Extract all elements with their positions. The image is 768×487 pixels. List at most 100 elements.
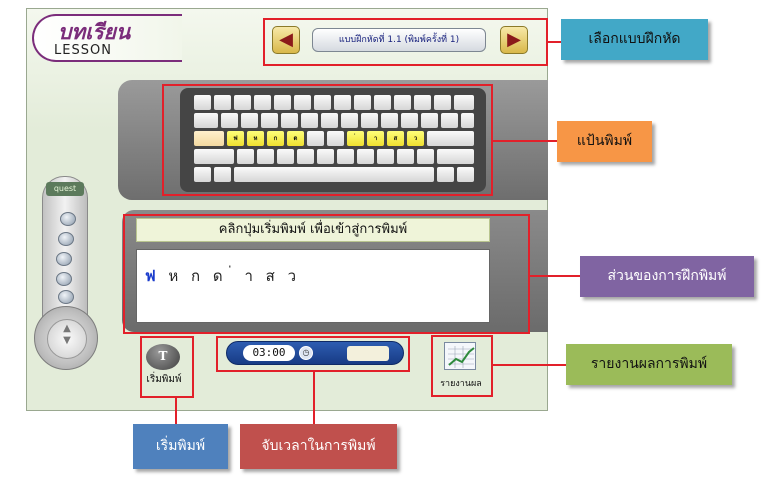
shift-left-key (194, 149, 234, 164)
next-exercise-button[interactable]: ▶ (500, 26, 528, 54)
chart-report-icon (444, 342, 476, 370)
timer-status-field (347, 346, 389, 361)
typing-timer: 03:00 ◷ (226, 341, 404, 365)
instruction-bar: คลิกปุ่มเริ่มพิมพ์ เพื่อเข้าสู่การพิมพ์ (136, 218, 490, 242)
practice-text: ฟ ห ก ด ่ า ส ว (145, 264, 300, 288)
keyboard-key (194, 95, 211, 110)
keyboard-key (327, 131, 344, 146)
connector-start (175, 398, 177, 424)
keyboard-key (214, 95, 231, 110)
keyboard-key (434, 95, 451, 110)
exercise-selector: ◀ แบบฝึกหัดที่ 1.1 (พิมพ์ครั้งที่ 1) ▶ (272, 26, 532, 56)
highlight-selector (263, 18, 548, 66)
start-typing-button[interactable]: T เริ่มพิมพ์ (138, 340, 190, 388)
keyboard-key (234, 95, 251, 110)
keyboard-key (297, 149, 314, 164)
prev-exercise-button[interactable]: ◀ (272, 26, 300, 54)
typing-t-icon: T (146, 344, 180, 370)
keyboard-key (461, 113, 474, 128)
keyboard-key (277, 149, 294, 164)
callout-report: รายงานผลการพิมพ์ (566, 344, 732, 385)
callout-start: เริ่มพิมพ์ (133, 424, 228, 469)
keyboard-key (354, 95, 371, 110)
connector-report (493, 364, 566, 366)
keyboard-key (257, 149, 274, 164)
callout-timer: จับเวลาในการพิมพ์ (240, 424, 397, 469)
connector-keyboard (493, 140, 557, 142)
keyboard-key (294, 95, 311, 110)
remote-button-2[interactable] (58, 232, 74, 246)
keyboard-key (397, 149, 414, 164)
keyboard-key (357, 149, 374, 164)
keyboard-key (437, 167, 454, 182)
side-remote: quest ▲▼ (34, 176, 98, 376)
enter-key (427, 131, 474, 146)
keyboard-key (417, 149, 434, 164)
keyboard-key (414, 95, 431, 110)
chevron-left-icon: ◀ (279, 29, 293, 50)
lesson-title-thai: บทเรียน (58, 19, 131, 44)
keyboard-key (281, 113, 298, 128)
current-character: ฟ (145, 267, 160, 285)
home-key-1: ฟ (227, 131, 244, 146)
keyboard-key (441, 113, 458, 128)
remote-button-5[interactable] (58, 290, 74, 304)
remote-button-4[interactable] (56, 272, 72, 286)
spacebar-key (234, 167, 434, 182)
keyboard-key (314, 95, 331, 110)
keyboard-key (274, 95, 291, 110)
highlight-keyboard (162, 84, 493, 196)
callout-keyboard: แป้นพิมพ์ (557, 121, 652, 162)
backspace-key (454, 95, 474, 110)
keyboard-key (254, 95, 271, 110)
keyboard-key (221, 113, 238, 128)
virtual-keyboard: ฟ ห ก ด ่ า ส ว (180, 88, 486, 192)
keyboard-key (214, 167, 231, 182)
caps-key (194, 131, 224, 146)
home-key-6: า (367, 131, 384, 146)
chevron-right-icon: ▶ (507, 29, 521, 50)
home-key-2: ห (247, 131, 264, 146)
tab-key (194, 113, 218, 128)
timer-readout: 03:00 (243, 345, 295, 361)
report-label: รายงานผล (440, 379, 482, 389)
home-key-8: ว (407, 131, 424, 146)
remaining-text: ห ก ด ่ า ส ว (159, 267, 300, 285)
callout-select-exercise: เลือกแบบฝึกหัด (561, 19, 708, 60)
remote-label: quest (46, 182, 84, 196)
keyboard-key (241, 113, 258, 128)
remote-dial[interactable]: ▲▼ (34, 306, 98, 370)
report-button[interactable]: รายงานผล (432, 340, 490, 392)
keyboard-key (401, 113, 418, 128)
connector-practice (530, 275, 580, 277)
keyboard-key (334, 95, 351, 110)
keyboard-key (307, 131, 324, 146)
exercise-select-field[interactable]: แบบฝึกหัดที่ 1.1 (พิมพ์ครั้งที่ 1) (312, 28, 486, 52)
keyboard-key (457, 167, 474, 182)
keyboard-key (261, 113, 278, 128)
home-key-7: ส (387, 131, 404, 146)
remote-button-3[interactable] (56, 252, 72, 266)
keyboard-key (301, 113, 318, 128)
highlight-start (140, 336, 194, 398)
lesson-logo: บทเรียน LESSON (32, 14, 182, 62)
highlight-report (431, 335, 493, 397)
keyboard-key (377, 149, 394, 164)
home-key-3: ก (267, 131, 284, 146)
lesson-title-en: LESSON (54, 43, 112, 58)
typing-area[interactable]: ฟ ห ก ด ่ า ส ว (136, 249, 490, 323)
home-key-5: ่ (347, 131, 364, 146)
keyboard-key (361, 113, 378, 128)
keyboard-key (381, 113, 398, 128)
callout-practice: ส่วนของการฝึกพิมพ์ (580, 256, 754, 297)
keyboard-key (321, 113, 338, 128)
connector-selector (548, 41, 561, 43)
shift-right-key (437, 149, 474, 164)
keyboard-key (317, 149, 334, 164)
keyboard-key (374, 95, 391, 110)
keyboard-key (341, 113, 358, 128)
keyboard-key (237, 149, 254, 164)
keyboard-key (394, 95, 411, 110)
highlight-timer (216, 336, 410, 372)
remote-button-1[interactable] (60, 212, 76, 226)
